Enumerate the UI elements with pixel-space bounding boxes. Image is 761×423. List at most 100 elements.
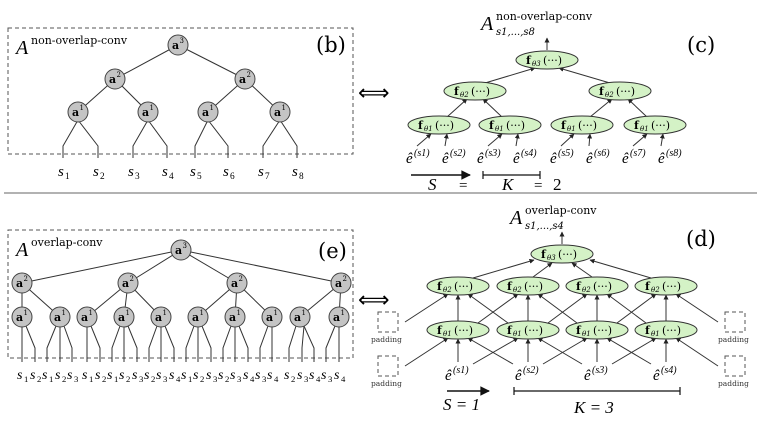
embedding-symbol: ê	[584, 368, 591, 384]
embedding-superscript: (s1)	[414, 148, 430, 159]
leaf-symbol: s	[284, 368, 290, 383]
leaf-symbol: s	[55, 368, 61, 383]
node-circle	[137, 101, 159, 123]
node-level: 1	[210, 104, 214, 112]
input-embedding-s3: ê(s3)	[477, 148, 501, 167]
node-symbol: a	[122, 277, 129, 290]
input-embedding-s2: ê(s2)	[515, 365, 539, 384]
node-level: 1	[237, 309, 241, 317]
node-level: 1	[126, 309, 130, 317]
function-symbol: f	[526, 54, 532, 67]
embedding-symbol: ê	[586, 151, 593, 167]
leaf-index: 2	[62, 374, 66, 384]
edge	[632, 133, 648, 147]
embedding-superscript: (s1)	[453, 365, 469, 376]
edge	[558, 66, 611, 84]
node-circle	[269, 101, 291, 123]
function-symbol: f	[507, 280, 513, 293]
node-level: 1	[200, 309, 204, 317]
function-symbol: f	[599, 85, 605, 98]
leaf-index: 2	[100, 172, 105, 182]
leaf-symbol: s	[162, 164, 168, 180]
node-symbol: a	[142, 106, 149, 119]
node-symbol: a	[54, 311, 61, 324]
node-level: 1	[62, 309, 66, 317]
leaf-symbol: s	[309, 368, 315, 383]
leaf-index: 8	[299, 172, 304, 182]
edge	[416, 133, 432, 147]
node-circle	[330, 272, 352, 294]
input-embedding-s1: ê(s1)	[445, 365, 469, 384]
node-ellipse	[443, 81, 507, 101]
node-symbol: a	[81, 311, 88, 324]
panel-e-title-superscript: overlap-conv	[31, 236, 103, 249]
node-ellipse	[565, 276, 629, 296]
edge	[472, 258, 535, 279]
edge	[675, 293, 719, 323]
leaf-symbol: s	[107, 368, 113, 383]
embedding-superscript: (s3)	[592, 365, 608, 376]
leaf-symbol: s	[218, 368, 224, 383]
function-args: (···)	[662, 280, 681, 293]
edge	[180, 249, 342, 284]
panel-c-stride-label: S	[428, 175, 437, 194]
leaf-edge	[301, 325, 305, 362]
leaf-edge	[63, 325, 73, 362]
node-ellipse	[426, 320, 490, 340]
edge	[404, 293, 449, 323]
node-level: 1	[150, 104, 154, 112]
leaf-symbol: s	[119, 368, 125, 383]
leaf-symbol: s	[132, 368, 138, 383]
node-symbol: a	[16, 311, 23, 324]
embedding-superscript: (s3)	[485, 148, 501, 159]
edge	[114, 44, 179, 80]
panel-e-label: (e)	[318, 239, 347, 263]
panel-c-output-script: A	[479, 13, 494, 35]
function-subscript: θ1	[513, 330, 522, 338]
leaf-symbol: s	[206, 368, 212, 383]
node-circle	[49, 306, 71, 328]
function-subscript: θ1	[651, 330, 660, 338]
panel-d-label: (d)	[686, 227, 716, 251]
equivalence-arrow-bottom: ⟺	[358, 288, 390, 313]
leaf-edge	[201, 325, 212, 362]
leaf-index: 1	[65, 172, 70, 182]
edge	[571, 262, 593, 278]
panel-c-equals-1: =	[459, 178, 467, 194]
leaf-symbol: s	[128, 164, 134, 180]
input-embedding-s3: ê(s3)	[584, 365, 608, 384]
padding-box	[724, 311, 746, 333]
embedding-superscript: (s4)	[521, 148, 537, 159]
edge	[589, 258, 652, 279]
node-level: 2	[117, 71, 121, 79]
node-circle	[328, 306, 350, 328]
node-circle	[289, 306, 311, 328]
node-symbol: a	[333, 311, 340, 324]
node-symbol: a	[294, 311, 301, 324]
function-subscript: θ1	[443, 330, 452, 338]
edge	[606, 293, 647, 324]
node-circle	[167, 34, 189, 56]
input-embedding-s4: ê(s4)	[513, 148, 537, 167]
node-ellipse	[588, 81, 652, 101]
node-symbol: a	[266, 311, 273, 324]
node-symbol: a	[175, 244, 182, 257]
edge	[606, 337, 652, 365]
leaf-index: 4	[274, 374, 279, 384]
node-symbol: a	[239, 73, 246, 86]
